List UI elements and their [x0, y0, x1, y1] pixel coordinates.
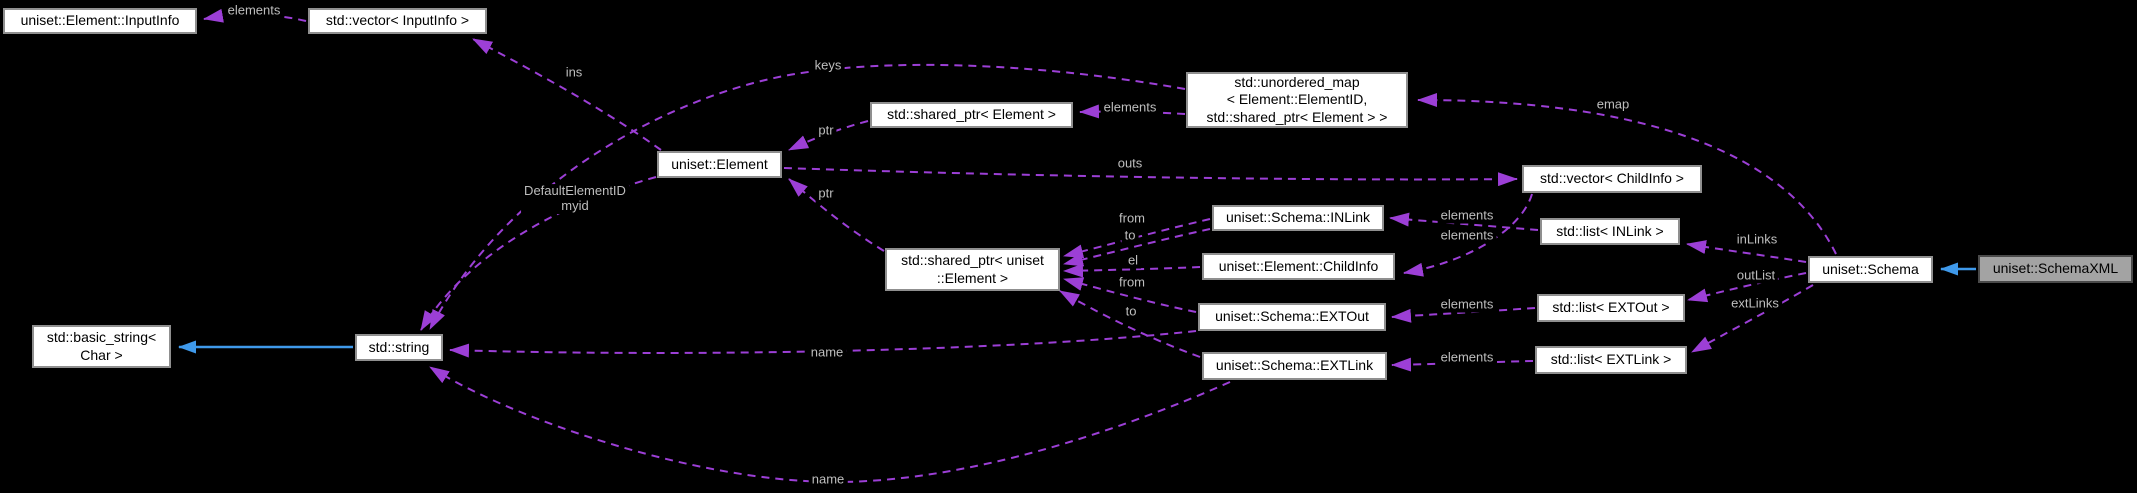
edge-el [1063, 263, 1201, 278]
edge-label-to-extlink: to [1122, 304, 1140, 320]
node-std-list-inlink[interactable]: std::list< INLink > [1540, 218, 1680, 245]
node-std-shared-ptr-uniset-element[interactable]: std::shared_ptr< uniset ::Element > [885, 248, 1060, 291]
edge-label-extlinks: extLinks [1728, 296, 1782, 312]
edge-elements-inlink [1389, 212, 1539, 231]
edge-label-elements-childinfo: elements [1437, 228, 1497, 244]
edge-label-outlist: outList [1733, 268, 1779, 284]
node-std-list-extout[interactable]: std::list< EXTOut > [1537, 294, 1685, 322]
node-uniset-schema-inlink[interactable]: uniset::Schema::INLink [1212, 205, 1384, 231]
edge-label-to-inlink: to [1121, 228, 1139, 244]
node-std-vector-inputinfo[interactable]: std::vector< InputInfo > [308, 8, 487, 34]
edge-label-elements-inputinfo: elements [224, 3, 284, 19]
node-uniset-schemaxml[interactable]: uniset::SchemaXML [1978, 255, 2133, 283]
edge-outlist [1687, 272, 1807, 303]
edge-extlinks [1691, 284, 1814, 353]
node-std-basic-string[interactable]: std::basic_string< Char > [32, 325, 171, 368]
edge-outs [783, 167, 1518, 187]
edge-keys [429, 63, 1186, 330]
edge-label-ptr-uniset: ptr [815, 186, 837, 202]
node-uniset-schema-extlink[interactable]: uniset::Schema::EXTLink [1202, 352, 1387, 380]
edge-label-name-upper: name [807, 345, 847, 361]
edge-inlinks [1686, 240, 1807, 263]
edge-label-inlinks: inLinks [1733, 232, 1781, 248]
edge-elements-extlink [1391, 357, 1534, 372]
node-std-string[interactable]: std::string [355, 334, 443, 361]
edge-name-extout [449, 330, 1197, 358]
edge-label-from-extout: from [1116, 275, 1148, 291]
node-std-list-extlink[interactable]: std::list< EXTLink > [1535, 346, 1687, 374]
node-uniset-element-childinfo[interactable]: uniset::Element::ChildInfo [1202, 253, 1395, 280]
node-uniset-element-inputinfo[interactable]: uniset::Element::InputInfo [3, 8, 197, 34]
edge-label-outs: outs [1114, 156, 1146, 172]
edge-label-defaultelementid-myid: DefaultElementID myid [521, 183, 629, 214]
edge-label-from-inlink: from [1116, 211, 1148, 227]
edge-to-inlink [1063, 228, 1211, 267]
node-uniset-element[interactable]: uniset::Element [657, 151, 782, 178]
edge-ins [472, 38, 662, 151]
edge-label-ins: ins [562, 65, 586, 81]
edge-label-elements-map: elements [1100, 100, 1160, 116]
edge-name-extlink [429, 366, 1231, 484]
edge-to-extlink [1059, 290, 1201, 358]
edge-label-elements-extlink: elements [1437, 350, 1497, 366]
node-uniset-schema-extout[interactable]: uniset::Schema::EXTOut [1198, 303, 1386, 331]
node-std-shared-ptr-element[interactable]: std::shared_ptr< Element > [870, 102, 1073, 128]
edge-elements-childinfo [1403, 193, 1533, 277]
edge-ptr-uniset [788, 178, 885, 252]
edge-label-emap: emap [1593, 97, 1633, 113]
edge-elements-vector-inputinfo [203, 8, 307, 23]
edge-label-elements-inlink: elements [1437, 208, 1497, 224]
node-std-vector-childinfo[interactable]: std::vector< ChildInfo > [1522, 165, 1702, 193]
node-std-unordered-map[interactable]: std::unordered_map < Element::ElementID,… [1186, 72, 1408, 128]
edge-label-el: el [1124, 253, 1142, 269]
edge-label-ptr-shared: ptr [815, 123, 837, 139]
edge-elements-extout [1391, 307, 1536, 323]
edge-emap [1417, 93, 1837, 255]
edge-label-name-lower: name [808, 472, 848, 488]
edge-from-extout [1063, 277, 1197, 313]
node-uniset-schema[interactable]: uniset::Schema [1808, 256, 1933, 283]
edge-label-elements-extout: elements [1437, 297, 1497, 313]
edge-label-keys: keys [811, 58, 845, 74]
